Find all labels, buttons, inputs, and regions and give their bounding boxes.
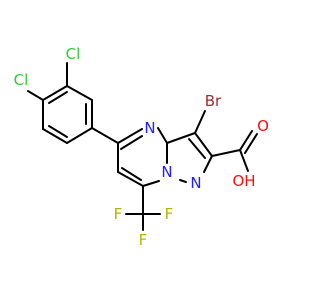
bond xyxy=(179,179,187,183)
molecule-structure-diagram: Cl Cl N N N Br O OH F F F xyxy=(14,45,269,249)
bond xyxy=(239,130,253,151)
fluorine-atom-label: F xyxy=(139,231,148,249)
bond xyxy=(211,149,241,157)
bond xyxy=(142,180,160,187)
bond xyxy=(42,85,68,101)
bond xyxy=(91,127,119,144)
bond xyxy=(48,91,68,104)
bromine-atom-label: Br xyxy=(205,92,222,110)
bond xyxy=(120,135,143,150)
atom-labels: Cl Cl N N N Br O OH F F F xyxy=(14,45,269,249)
bond xyxy=(27,90,44,101)
bond xyxy=(188,138,206,159)
nitrogen-atom-label: N xyxy=(144,119,155,137)
nitrogen-atom-label: N xyxy=(161,163,172,181)
fluorine-atom-label: F xyxy=(165,205,174,223)
bond xyxy=(66,127,93,144)
bond xyxy=(239,149,249,172)
bond xyxy=(203,155,213,173)
bond xyxy=(194,110,206,134)
fluorine-atom-label: F xyxy=(114,205,123,223)
bond xyxy=(157,127,168,144)
oxygen-atom-label: O xyxy=(257,117,269,135)
bond xyxy=(117,171,144,187)
bond xyxy=(117,128,143,144)
nitrogen-atom-label: N xyxy=(190,174,201,192)
chlorine-atom-label: Cl xyxy=(66,45,81,63)
bond xyxy=(244,133,258,154)
bond xyxy=(66,85,93,101)
bond xyxy=(194,132,213,157)
bond xyxy=(48,125,68,138)
bond-lines xyxy=(27,62,258,231)
bond xyxy=(166,132,196,144)
bond xyxy=(121,167,142,181)
hydroxyl-group-label: OH xyxy=(232,172,255,190)
chlorine-atom-label: Cl xyxy=(14,71,29,89)
bond xyxy=(42,128,68,144)
